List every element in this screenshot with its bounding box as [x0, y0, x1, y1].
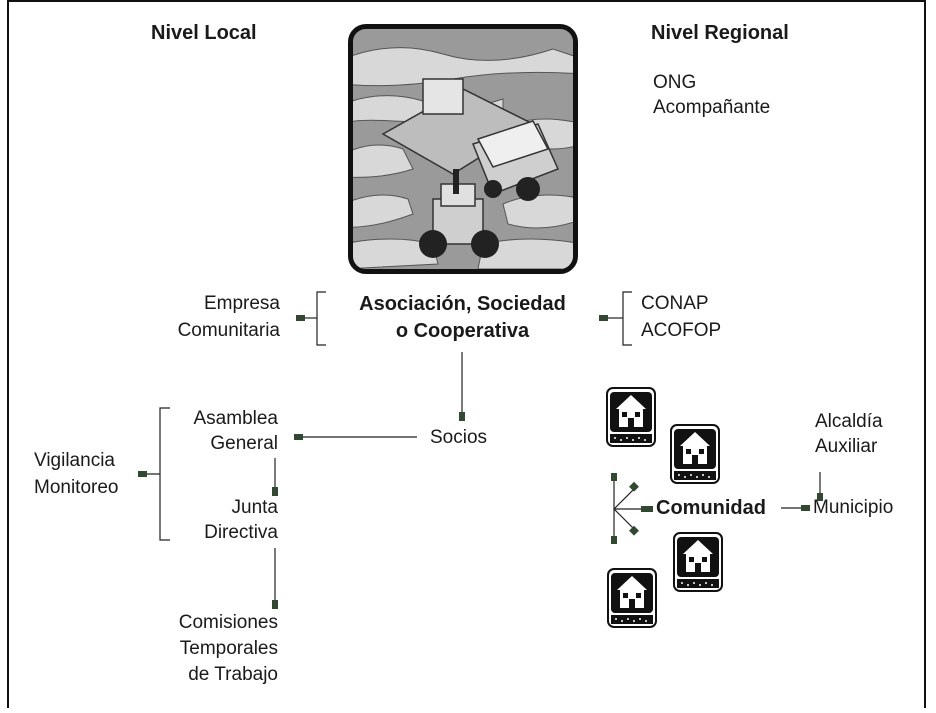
aux-mayor-line2: Auxiliar	[815, 436, 878, 457]
house-icon	[673, 532, 723, 592]
board-line1: Junta	[231, 497, 278, 518]
farm-machinery-photo	[348, 24, 578, 274]
general-assembly-line2: General	[210, 433, 278, 454]
house-icon	[670, 424, 720, 484]
ngo-label-line2: Acompañante	[653, 97, 771, 118]
community-enterprise-line1: Empresa	[203, 293, 280, 314]
ngo-label-line1: ONG	[653, 72, 697, 93]
general-assembly-line1: Asamblea	[193, 408, 279, 429]
acofop-label: ACOFOP	[641, 320, 722, 341]
house-icon	[607, 568, 657, 628]
community-enterprise-line2: Comunitaria	[177, 320, 280, 341]
commissions-line3: de Trabajo	[188, 664, 278, 685]
conap-label: CONAP	[641, 293, 709, 314]
municipality-label: Municipio	[813, 497, 894, 518]
vigilance-line1: Vigilancia	[34, 450, 115, 471]
board-line2: Directiva	[204, 522, 278, 543]
aux-mayor-line1: Alcaldía	[815, 411, 883, 432]
community-label: Comunidad	[656, 497, 766, 519]
members-label: Socios	[430, 427, 488, 448]
association-title-line2: o Cooperativa	[395, 320, 530, 342]
commissions-line1: Comisiones	[178, 612, 278, 633]
vigilance-line2: Monitoreo	[34, 477, 119, 498]
regional-level-header: Nivel Regional	[651, 22, 789, 44]
diagram-frame	[7, 0, 926, 708]
local-level-header: Nivel Local	[151, 22, 257, 44]
association-title-line1: Asociación, Sociedad	[359, 293, 566, 315]
commissions-line2: Temporales	[179, 638, 278, 659]
house-icon	[606, 387, 656, 447]
